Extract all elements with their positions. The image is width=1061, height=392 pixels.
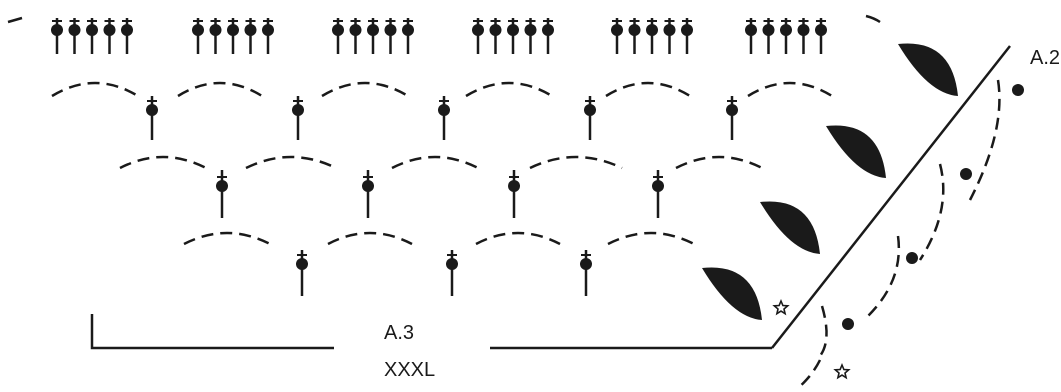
neighbor-chart-label: A.2 — [1030, 47, 1060, 69]
treble-stitch — [611, 18, 623, 54]
treble-groups-row — [51, 18, 827, 54]
bottom-left-bracket — [90, 314, 334, 350]
chain-arc — [968, 79, 1001, 201]
treble-stitch — [762, 18, 775, 54]
chain-arc — [797, 359, 822, 389]
treble-stitch — [262, 18, 274, 54]
treble-stitch — [292, 96, 304, 140]
treble-stitch — [652, 170, 664, 218]
treble-group — [745, 18, 827, 54]
chain-fragment — [7, 16, 23, 24]
treble-stitch — [524, 18, 537, 54]
treble-group — [332, 18, 414, 54]
chart-label: A.3 — [384, 322, 414, 344]
chain-arc — [867, 235, 901, 317]
treble-stitch — [68, 18, 81, 54]
treble-stitch — [726, 96, 738, 140]
treble-stitch — [580, 250, 592, 296]
diagonal-edge-line — [771, 45, 1011, 349]
chain-arcs — [7, 14, 881, 246]
treble-stitch — [216, 170, 228, 218]
treble-stitch — [663, 18, 676, 54]
star-marker — [833, 362, 851, 380]
single-trebles — [146, 96, 738, 296]
chain-arc — [675, 155, 763, 170]
treble-stitch — [227, 18, 239, 54]
chain-arc — [747, 81, 833, 98]
treble-stitch — [51, 18, 63, 54]
treble-stitch — [402, 18, 414, 54]
leaf-petal — [760, 201, 820, 254]
treble-stitch — [121, 18, 133, 54]
treble-stitch — [745, 18, 757, 54]
edge-dot — [842, 318, 854, 330]
chain-arc — [529, 155, 623, 170]
treble-stitch — [507, 18, 519, 54]
treble-group — [472, 18, 554, 54]
chain-arc — [818, 305, 828, 357]
size-label: XXXL — [384, 359, 435, 381]
chain-arc — [391, 155, 479, 170]
treble-group — [51, 18, 133, 54]
edge-dot — [960, 168, 972, 180]
chain-arc — [51, 81, 139, 98]
treble-stitch — [209, 18, 222, 54]
chain-arc — [607, 231, 695, 246]
edge-dot — [906, 252, 918, 264]
leaf-petal — [898, 43, 958, 96]
star-marker — [772, 298, 790, 316]
chain-arc — [119, 155, 207, 170]
treble-stitch — [367, 18, 379, 54]
treble-stitch — [349, 18, 362, 54]
treble-stitch — [815, 18, 827, 54]
treble-stitch — [584, 96, 596, 140]
chain-arc — [605, 81, 691, 98]
treble-group — [611, 18, 693, 54]
treble-stitch — [797, 18, 810, 54]
treble-group — [192, 18, 274, 54]
chart-edge-lines — [90, 45, 1011, 389]
leaf-petal — [702, 267, 762, 320]
chain-arc — [245, 155, 337, 170]
chain-arc — [177, 81, 263, 98]
edge-dot — [1012, 84, 1024, 96]
chain-fragment — [865, 14, 881, 24]
chain-arc — [321, 81, 409, 98]
treble-stitch — [681, 18, 693, 54]
chain-arc — [918, 163, 945, 261]
treble-stitch — [244, 18, 257, 54]
treble-stitch — [86, 18, 98, 54]
treble-stitch — [438, 96, 450, 140]
treble-stitch — [446, 250, 458, 296]
treble-stitch — [146, 96, 158, 140]
treble-stitch — [362, 170, 374, 218]
treble-stitch — [628, 18, 641, 54]
chain-arc — [183, 231, 271, 246]
treble-stitch — [489, 18, 502, 54]
leaf-petals — [702, 43, 958, 320]
treble-stitch — [296, 250, 308, 296]
treble-stitch — [780, 18, 792, 54]
treble-stitch — [542, 18, 554, 54]
treble-stitch — [508, 170, 520, 218]
treble-stitch — [384, 18, 397, 54]
treble-stitch — [192, 18, 204, 54]
treble-stitch — [103, 18, 116, 54]
leaf-petal — [826, 125, 886, 178]
chain-arc — [465, 81, 553, 98]
treble-stitch — [332, 18, 344, 54]
treble-stitch — [472, 18, 484, 54]
edge-dots — [772, 84, 1024, 380]
treble-stitch — [646, 18, 658, 54]
chain-arc — [327, 231, 413, 246]
chain-arc — [475, 231, 561, 246]
